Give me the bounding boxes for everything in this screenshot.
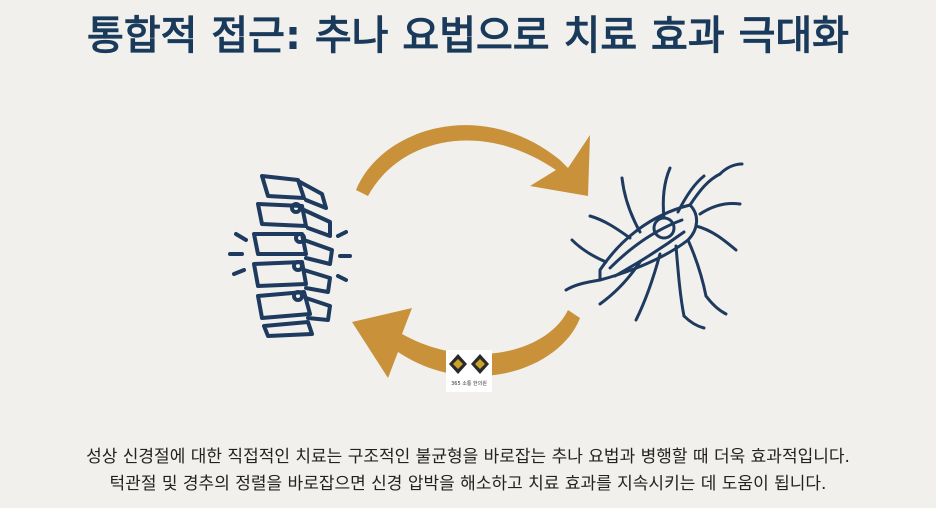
top-cycle-arrow-icon xyxy=(356,125,590,196)
caption-line-1: 성상 신경절에 대한 직접적인 치료는 구조적인 불균형을 바로잡는 추나 요법… xyxy=(86,447,850,467)
caption-line-2: 턱관절 및 경추의 정렬을 바로잡으면 신경 압박을 해소하고 치료 효과를 지… xyxy=(109,474,827,494)
nerve-ganglion-icon xyxy=(564,162,744,330)
logo-text: 365 소통 한의원 xyxy=(451,381,487,387)
clinic-logo: 365 소통 한의원 xyxy=(446,350,492,392)
caption: 성상 신경절에 대한 직접적인 치료는 구조적인 불균형을 바로잡는 추나 요법… xyxy=(0,444,936,498)
page-title: 통합적 접근: 추나 요법으로 치료 효과 극대화 xyxy=(87,13,849,59)
diamond-logo-icon xyxy=(449,354,489,374)
spine-icon xyxy=(228,174,352,338)
bottom-cycle-arrow-icon xyxy=(352,308,580,378)
